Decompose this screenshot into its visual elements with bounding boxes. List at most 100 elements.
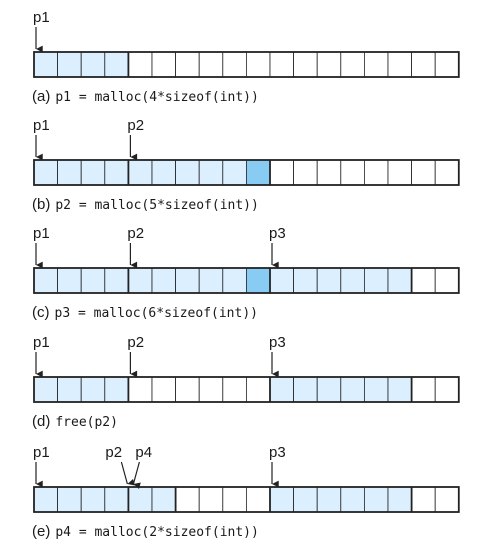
heap-bar (33, 376, 460, 403)
heap-word-free (245, 51, 271, 78)
heap-word-free (175, 51, 200, 78)
heap-bar-border (33, 376, 460, 403)
heap-word-free (175, 376, 200, 403)
heap-word-allocated (293, 486, 318, 513)
heap-word-allocated (340, 486, 365, 513)
heap-word-allocated (363, 486, 389, 513)
pointer-p1: p1 (33, 225, 50, 269)
caption-prefix: (d) (32, 413, 50, 430)
pointer-label: p3 (269, 334, 286, 351)
heap-word-allocated (151, 267, 177, 294)
heap-bar-border (33, 267, 460, 294)
heap-word-padding (245, 159, 271, 186)
heap-word-free (434, 51, 460, 78)
heap-word-allocated (33, 376, 59, 403)
heap-word-free (245, 486, 271, 513)
heap-word-allocated (316, 486, 342, 513)
heap-word-allocated (57, 51, 82, 78)
heap-word-free (151, 51, 177, 78)
heap-word-free (411, 159, 436, 186)
pointer-p1: p1 (33, 117, 50, 161)
heap-word-allocated (222, 267, 247, 294)
heap-word-allocated (104, 267, 129, 294)
heap-word-allocated (222, 159, 247, 186)
heap-word-allocated (340, 267, 365, 294)
heap-word-allocated (80, 376, 106, 403)
heap-word-allocated (104, 376, 129, 403)
heap-word-free (387, 51, 413, 78)
heap-word-allocated (104, 486, 129, 513)
heap-word-allocated (80, 159, 106, 186)
panel-b: p1 p2 (b)p2 = malloc(5*sizeof(int)) (32, 117, 460, 213)
heap-word-free (434, 159, 460, 186)
heap-word-allocated (316, 376, 342, 403)
pointer-p2: p2 (127, 225, 144, 269)
caption-code: p1 = malloc(4*sizeof(int)) (55, 90, 259, 105)
heap-word-allocated (127, 267, 153, 294)
heap-word-free (151, 376, 177, 403)
panel-caption: (b)p2 = malloc(5*sizeof(int)) (32, 196, 259, 213)
heap-bar-border (33, 159, 460, 186)
panel-caption: (c)p3 = malloc(6*sizeof(int)) (32, 304, 258, 321)
heap-word-free (293, 159, 318, 186)
heap-word-free (363, 51, 389, 78)
heap-word-allocated (151, 159, 177, 186)
heap-word-free (363, 159, 389, 186)
pointer-label: p1 (33, 117, 50, 134)
heap-bar (33, 51, 460, 78)
heap-word-allocated (387, 486, 413, 513)
pointer-label: p1 (33, 9, 50, 26)
caption-code: free(p2) (55, 415, 118, 430)
panel-c: p1 p2 p3 (c)p3 = malloc(6*sizeof(int)) (32, 225, 460, 321)
heap-word-free (127, 51, 153, 78)
caption-prefix: (a) (32, 88, 50, 105)
heap-word-allocated (293, 376, 318, 403)
heap-word-allocated (57, 376, 82, 403)
heap-word-allocated (198, 159, 224, 186)
pointer-p1: p1 (33, 334, 50, 378)
caption-code: p2 = malloc(5*sizeof(int)) (55, 198, 259, 213)
heap-word-allocated (33, 51, 59, 78)
heap-word-free (198, 486, 224, 513)
caption-prefix: (e) (32, 523, 50, 540)
caption-code: p3 = malloc(6*sizeof(int)) (55, 306, 259, 321)
heap-word-allocated (293, 267, 318, 294)
heap-word-allocated (340, 376, 365, 403)
heap-word-allocated (175, 267, 200, 294)
pointer-label: p4 (135, 444, 152, 461)
pointer-label: p2 (127, 117, 144, 134)
heap-word-allocated (127, 486, 153, 513)
heap-word-allocated (387, 267, 413, 294)
heap-word-free (198, 376, 224, 403)
pointer-p2: p2 (105, 444, 135, 486)
caption-code: p4 = malloc(2*sizeof(int)) (55, 525, 259, 540)
heap-word-free (411, 486, 436, 513)
pointer-p2: p2 (127, 117, 144, 161)
pointer-arrow (132, 461, 141, 490)
heap-word-free (175, 486, 200, 513)
heap-word-free (340, 159, 365, 186)
pointer-p1: p1 (33, 444, 50, 488)
pointer-p2: p2 (127, 334, 144, 378)
heap-word-allocated (104, 51, 129, 78)
heap-word-free (222, 51, 247, 78)
heap-word-allocated (127, 159, 153, 186)
heap-word-allocated (80, 267, 106, 294)
heap-word-allocated (363, 376, 389, 403)
pointer-label: p2 (105, 444, 122, 461)
heap-bar (33, 486, 460, 513)
heap-word-allocated (269, 376, 295, 403)
heap-word-free (387, 159, 413, 186)
heap-word-allocated (363, 267, 389, 294)
pointer-p4: p4 (132, 444, 152, 490)
pointer-p3: p3 (269, 334, 286, 378)
heap-word-free (411, 51, 436, 78)
heap-word-free (222, 376, 247, 403)
pointer-p3: p3 (269, 225, 286, 269)
heap-word-free (411, 267, 436, 294)
heap-word-allocated (104, 159, 129, 186)
heap-word-padding (245, 267, 271, 294)
heap-bar (33, 159, 460, 186)
heap-word-free (245, 376, 271, 403)
